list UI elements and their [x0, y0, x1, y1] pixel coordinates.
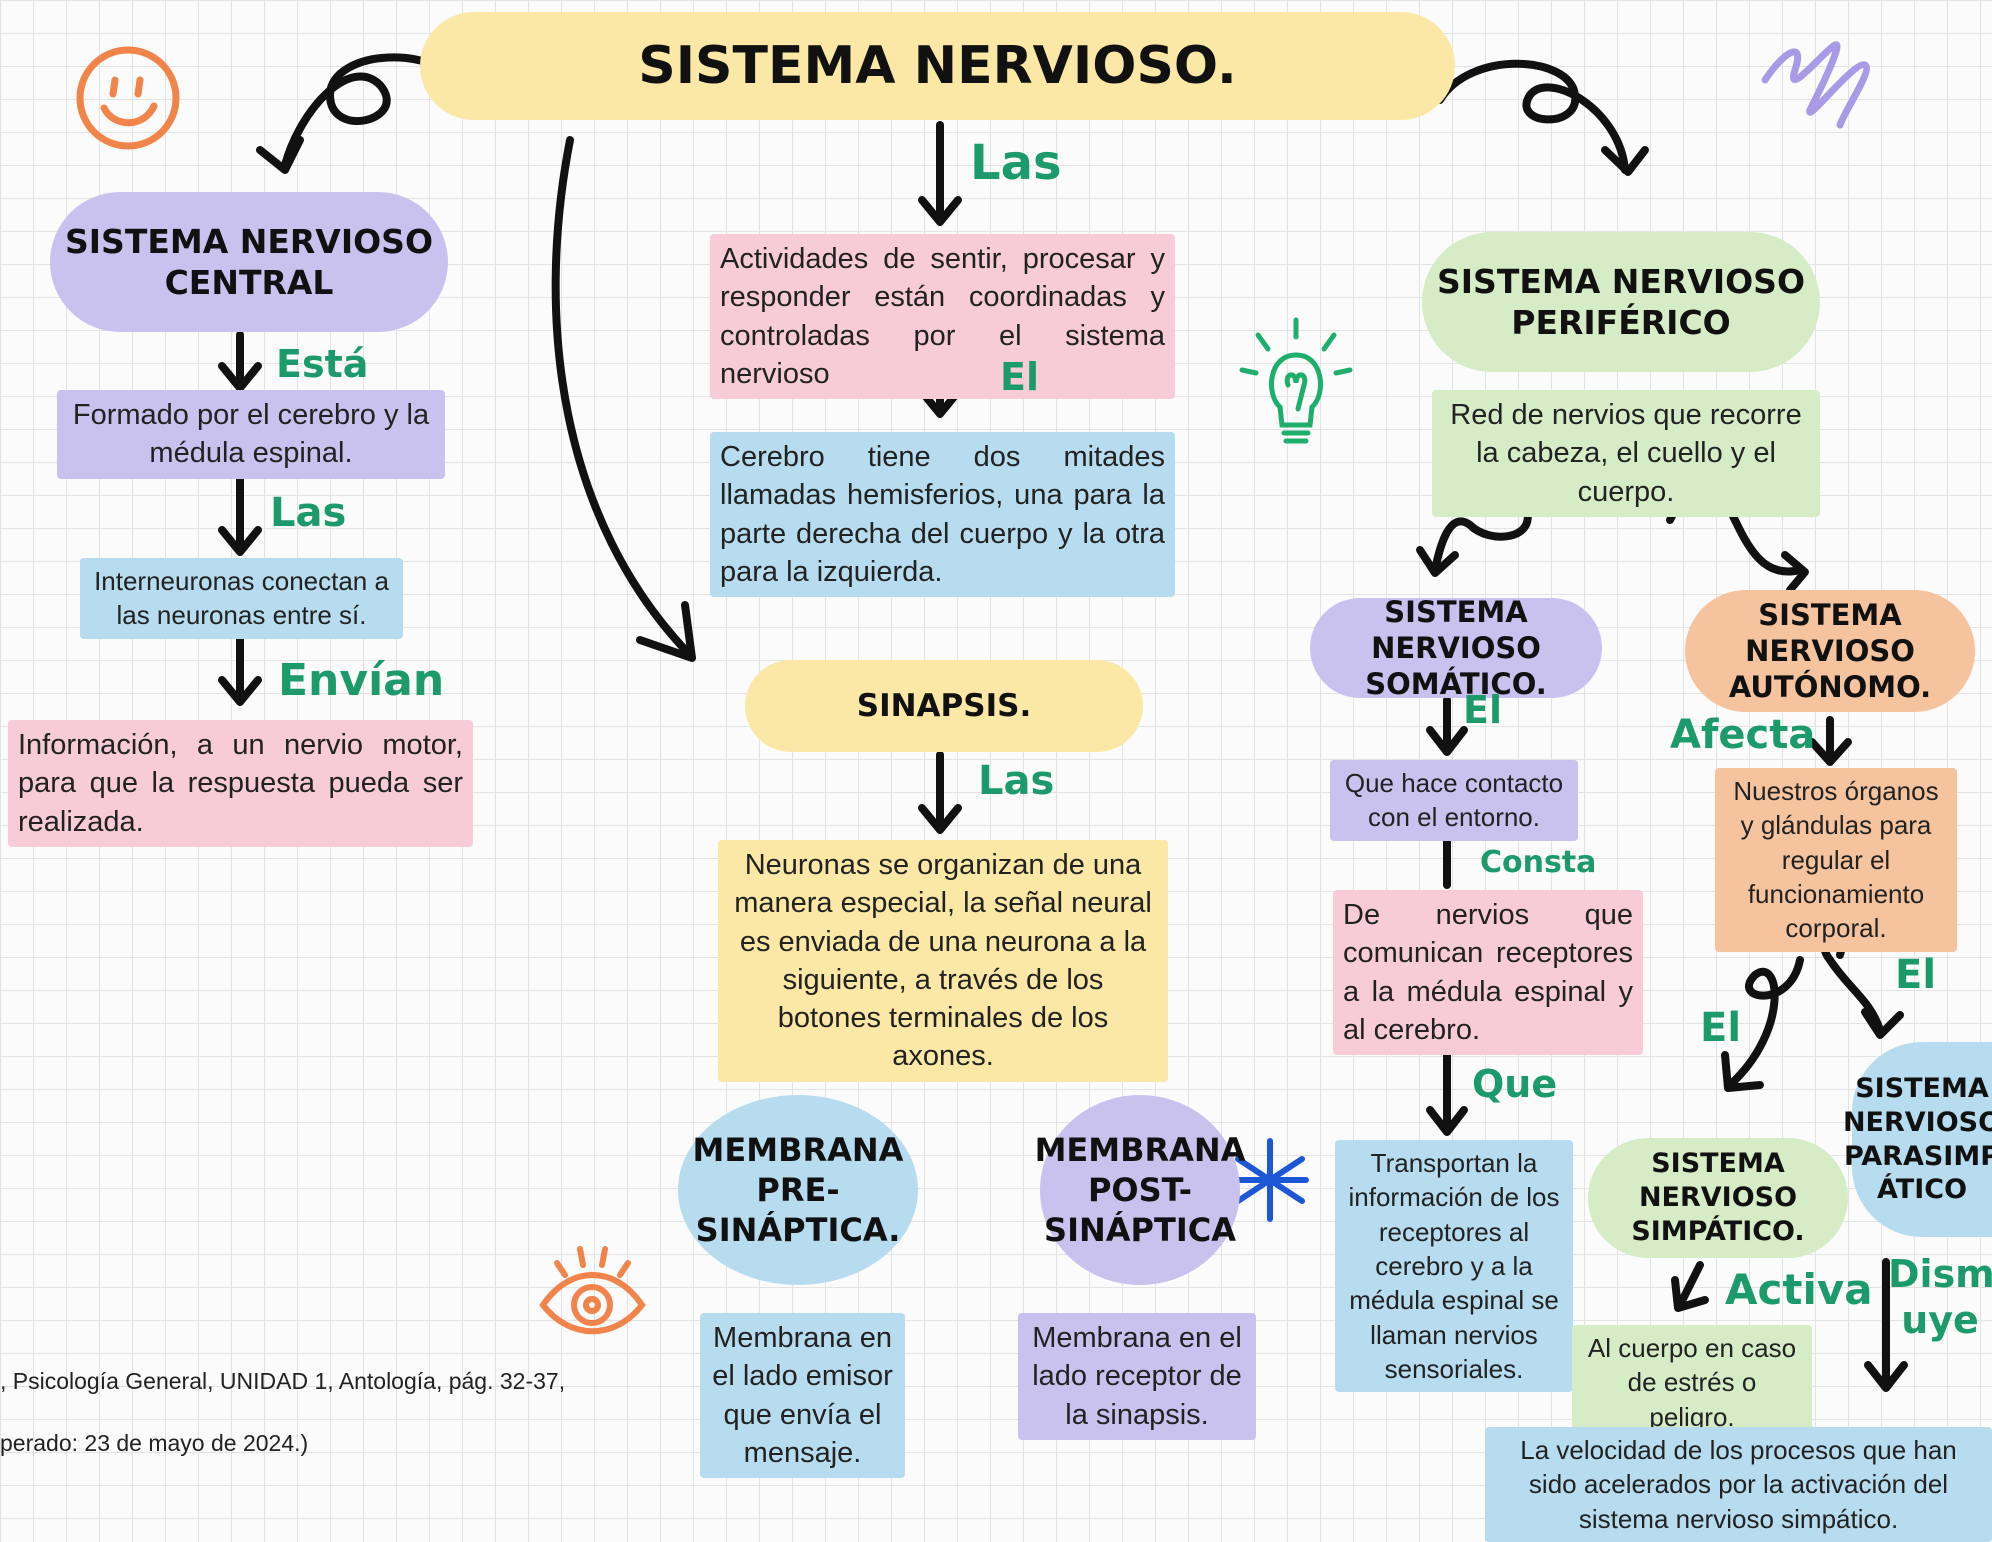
center-text-1: Actividades de sentir, procesar y respon… [710, 234, 1175, 400]
asterisk-icon [1231, 1138, 1309, 1222]
central-header: SISTEMA NERVIOSO CENTRAL [50, 192, 448, 332]
connector-activa: Activa [1725, 1265, 1873, 1314]
connector-el-parasimpatico: El [1895, 952, 1937, 998]
simpatico-text: Al cuerpo en caso de estrés o peligro. [1572, 1325, 1812, 1440]
connector-envian: Envían [278, 655, 445, 706]
membrana-pre-text: Membrana en el lado emisor que envía el … [700, 1313, 905, 1479]
connector-las-left: Las [270, 490, 347, 536]
reference-line-2: perado: 23 de mayo de 2024.) [0, 1430, 309, 1456]
connector-esta: Está [276, 342, 369, 386]
sinapsis-header: SINAPSIS. [745, 660, 1143, 752]
somatico-text-1: Que hace contacto con el entorno. [1330, 760, 1578, 841]
arrow-title-to-sinapsis [551, 136, 694, 659]
connector-afecta: Afecta [1670, 712, 1816, 758]
reference-line-1: , Psicología General, UNIDAD 1, Antologí… [0, 1368, 566, 1394]
connector-consta: Consta [1480, 845, 1597, 880]
smiley-icon [76, 46, 180, 150]
central-text-1: Formado por el cerebro y la médula espin… [57, 390, 445, 479]
central-text-3: Información, a un nervio motor, para que… [8, 720, 473, 847]
simpatico-header: SISTEMA NERVIOSO SIMPÁTICO. [1588, 1138, 1848, 1258]
main-title: SISTEMA NERVIOSO. [420, 12, 1455, 120]
connector-el-center: El [1000, 355, 1039, 399]
scribble-icon [1761, 41, 1870, 129]
periferico-header: SISTEMA NERVIOSO PERIFÉRICO [1422, 232, 1820, 372]
connector-las-sinapsis: Las [978, 758, 1055, 804]
lightbulb-icon [1239, 317, 1353, 444]
eye-icon [539, 1246, 646, 1335]
somatico-header: SISTEMA NERVIOSO SOMÁTICO. [1310, 595, 1602, 701]
center-text-2: Cerebro tiene dos mitades llamadas hemis… [710, 432, 1175, 598]
sinapsis-text: Neuronas se organizan de una manera espe… [718, 840, 1168, 1082]
central-text-2: Interneuronas conectan a las neuronas en… [80, 558, 403, 639]
autonomo-header: SISTEMA NERVIOSO AUTÓNOMO. [1685, 590, 1975, 712]
somatico-text-3: Transportan la información de los recept… [1335, 1140, 1573, 1393]
parasimpatico-header: SISTEMA NERVIOSO PARASIMP ÁTICO [1843, 1042, 1992, 1237]
periferico-text: Red de nervios que recorre la cabeza, el… [1432, 390, 1820, 517]
arrow-title-to-periferico [1436, 59, 1629, 174]
membrana-pre-header: MEMBRANA PRE-SINÁPTICA. [678, 1095, 918, 1285]
connector-disminuye: Dismin uye [1888, 1252, 1992, 1342]
arrow-title-to-central [281, 53, 474, 169]
connector-el-somatico: El [1463, 688, 1502, 732]
parasimpatico-text: La velocidad de los procesos que han sid… [1485, 1427, 1992, 1542]
connector-el-simpatico: El [1700, 1005, 1742, 1051]
connector-las-center: Las [970, 135, 1062, 191]
membrana-post-header: MEMBRANA POST-SINÁPTICA [1035, 1095, 1245, 1285]
autonomo-text: Nuestros órganos y glándulas para regula… [1715, 768, 1957, 952]
connector-que: Que [1472, 1062, 1558, 1106]
membrana-post-text: Membrana en el lado receptor de la sinap… [1018, 1313, 1256, 1440]
somatico-text-2: De nervios que comunican receptores a la… [1333, 890, 1643, 1056]
